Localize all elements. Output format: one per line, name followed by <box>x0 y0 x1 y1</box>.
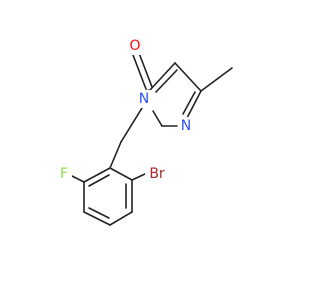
atom-n3: N <box>139 91 149 107</box>
atom-labels: O N N F Br <box>56 37 194 183</box>
bond-ar2-br <box>131 173 146 181</box>
atom-f: F <box>60 166 68 182</box>
bond-c4-c5 <box>149 62 176 91</box>
bond-c6-n1 <box>186 90 202 119</box>
benzene-ring <box>71 167 146 226</box>
atom-o: O <box>129 38 140 54</box>
bond-n3-ch2 <box>120 107 143 143</box>
bond-ar3-ar4 <box>109 211 133 226</box>
atom-n1: N <box>181 118 191 134</box>
structure-diagram: O N N F Br <box>56 37 233 226</box>
bond-c6-methyl <box>200 67 233 92</box>
bond-c4-o-inner <box>138 52 153 88</box>
linker <box>109 107 143 169</box>
bond-c5-c6 <box>174 62 202 92</box>
bond-ar6-ar1-inner <box>88 174 110 187</box>
bond-c2-n3 <box>152 110 163 127</box>
bond-ar1-ar2 <box>109 167 133 181</box>
pyrimidinone-ring <box>132 52 233 127</box>
bond-ar6-ar1 <box>83 167 111 183</box>
bond-c6-n1-inner <box>182 91 196 115</box>
atom-br: Br <box>149 166 165 182</box>
bond-c4-c5-inner <box>155 69 178 93</box>
bond-ar4-ar5 <box>83 211 111 226</box>
bond-c4-o <box>132 54 147 90</box>
bond-ar4-ar5-inner <box>88 207 110 219</box>
bond-ar6-f <box>71 175 85 183</box>
bond-ch2-aryl <box>109 141 122 169</box>
